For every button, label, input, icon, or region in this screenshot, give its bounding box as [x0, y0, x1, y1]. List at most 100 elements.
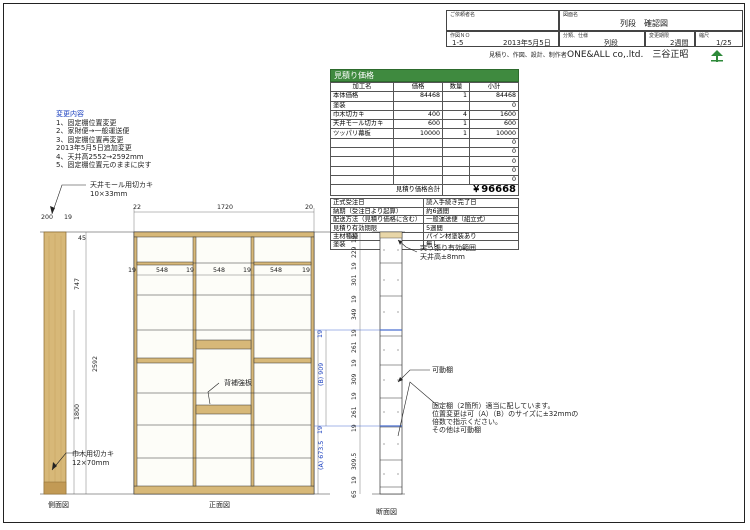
period-cell: 変更期限 2週間 [645, 31, 695, 47]
dim-B: (B) 909 [318, 363, 325, 386]
table-row: 塗装無し [329, 240, 519, 250]
dim-45: 45 [78, 235, 86, 242]
sec-dim: 301 [351, 274, 358, 286]
side-board-right [310, 236, 315, 487]
section-fixed-shelves [380, 329, 402, 427]
sec-dim: 349 [351, 308, 358, 320]
drawing-no-cell: 作図ＮＯ 1-5 2013年5月5日 [446, 31, 559, 47]
dim-1800: 1800 [74, 404, 81, 420]
fixed-shelf-note-3: 倍数で指示ください。 [432, 417, 502, 426]
sec-dim: 19 [351, 329, 358, 337]
sec-dim: 65 [351, 490, 358, 498]
dim-2592: 2592 [92, 356, 99, 372]
period: 2週間 [670, 39, 689, 47]
side-base [43, 481, 67, 495]
client-label: ご依頼者名 [450, 12, 476, 18]
note-line: 5、固定棚位置元のままに戻す [56, 161, 152, 169]
dim-20: 20 [305, 204, 313, 211]
baseboard-size: 12×70mm [72, 459, 109, 467]
dim-548-b: 548 [213, 267, 225, 274]
wood-grain [48, 234, 62, 492]
note-line: 2、家財便→一般運送便 [56, 127, 130, 135]
note-line: 3、固定棚位置再変更 [56, 135, 124, 144]
dim-19-c: 19 [243, 267, 251, 274]
ceiling-molding-label: 天井モール用切カキ [90, 180, 153, 189]
sec-dim: 229 [351, 246, 358, 258]
shelf-pin-holes [383, 249, 399, 475]
blue-leader-lines [314, 329, 380, 427]
drawing-date: 2013年5月5日 [503, 39, 551, 47]
section-cabinet [379, 231, 403, 495]
dim-19: 19 [64, 214, 72, 221]
baseboard-label: 巾木用切カキ [72, 449, 114, 458]
jack-size: 天井高±8mm [420, 252, 465, 261]
category: 列段 [604, 39, 618, 47]
dim-19-e: 19 [317, 330, 324, 338]
partition-left [192, 236, 197, 487]
drawing-sheet [3, 3, 745, 523]
dim-19-f: 19 [317, 426, 324, 434]
jack-label: 突っ張り有効範囲 [420, 243, 476, 252]
sec-dim: 19 [351, 392, 358, 400]
fixed-shelf-note-2: 位置変更は可（A）（B）のサイズに±32mmの [432, 409, 578, 418]
side-board-left [133, 236, 138, 487]
scale-label: 縮尺 [699, 33, 710, 39]
drawing-name-label: 図面名 [563, 12, 579, 18]
sec-dim: 19 [351, 295, 358, 303]
sec-dim: 19 [351, 476, 358, 484]
company-logo-icon [711, 50, 723, 62]
front-view-label: 正面図 [209, 501, 230, 509]
sec-dim: 19 [351, 359, 358, 367]
drawing-no-label: 作図ＮＯ [450, 33, 471, 39]
note-line: 1、固定棚位置変更 [56, 118, 117, 127]
period-label: 変更期限 [649, 33, 670, 39]
sec-dim: 309.5 [351, 453, 358, 470]
dimension-texts: 200 19 22 1720 20 45 19 548 19 548 19 54… [41, 204, 325, 470]
row-cell: 0 [469, 174, 519, 186]
notes-heading: 変更内容 [56, 110, 84, 118]
services-text: 見積り、作図、設計、制作者 [489, 52, 567, 59]
estimate-total-row: 見積り価格合計 ￥96668 [330, 184, 519, 197]
dim-19-d: 19 [302, 267, 310, 274]
sec-dim: 261 [351, 341, 358, 353]
dim-19-a: 19 [128, 267, 136, 274]
sec-dim: 19 [351, 235, 358, 243]
dim-548-a: 548 [156, 267, 168, 274]
total-value: ￥96668 [442, 184, 519, 197]
sec-dim: 19 [351, 262, 358, 270]
dim-22: 22 [133, 204, 141, 211]
dim-19-b: 19 [186, 267, 194, 274]
drawing-name-cell: 図面名 列段 確認図 [559, 10, 743, 31]
dim-1720: 1720 [217, 204, 233, 211]
front-cabinet [133, 231, 315, 495]
base-board [133, 485, 315, 495]
client-cell: ご依頼者名 [446, 10, 559, 31]
note-line: 2013年5月5日追加変更 [56, 144, 132, 152]
category-cell: 分類、仕様 列段 [559, 31, 645, 47]
sec-dim: 261 [351, 406, 358, 418]
dim-747: 747 [74, 278, 81, 290]
section-view-label: 断面図 [376, 507, 397, 516]
sec-dim: 19 [351, 424, 358, 432]
top-board [133, 231, 315, 238]
dim-200: 200 [41, 214, 53, 221]
note-line: 4、天井高2552→2592mm [56, 152, 144, 161]
drawing-no: 1-5 [452, 39, 464, 47]
row-cell: 無し [423, 240, 519, 250]
section-dimensions: 19 229 19 301 19 349 19 261 19 309 19 26… [351, 235, 358, 498]
ceiling-molding-size: 10×33mm [90, 190, 127, 198]
back-board-label: 背補強板 [224, 378, 252, 387]
table-row: 0 [330, 174, 519, 186]
conditions-table: 正式受注日読入手続き完了日 納期（受注日より起算）約6週間 配送方法（見積り価格… [329, 198, 519, 250]
dimension-lines [73, 208, 361, 494]
fixed-shelf-note-4: その他は可動棚 [432, 425, 481, 434]
estimate-title: 見積り価格 [330, 69, 519, 82]
sec-dim: 309 [351, 373, 358, 385]
dim-A: (A) 673.5 [318, 441, 325, 470]
row-cell: 塗装 [329, 240, 425, 250]
fixed-shelves [136, 261, 312, 415]
